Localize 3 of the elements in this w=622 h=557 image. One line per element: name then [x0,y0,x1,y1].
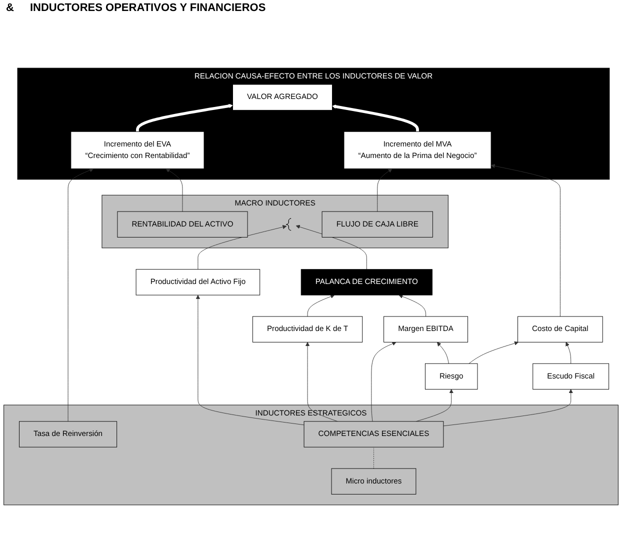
note-label: & [6,2,14,14]
note-label: INDUCTORES OPERATIVOS Y FINANCIEROS [30,2,266,14]
node-brace [286,218,292,231]
